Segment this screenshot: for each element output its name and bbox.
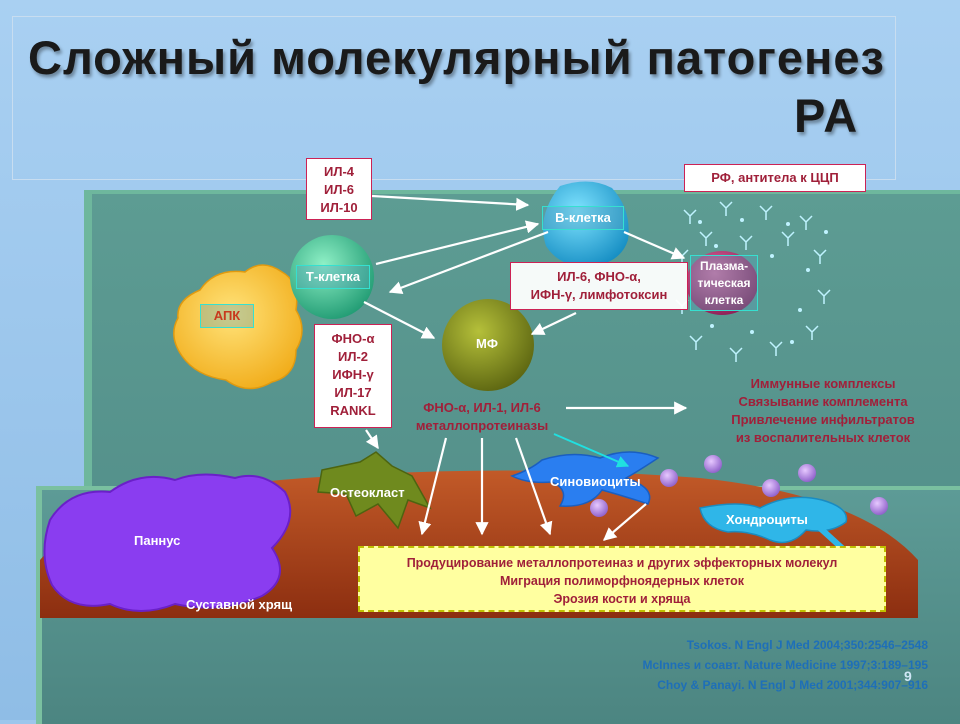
plasma-cell-label-line: клетка xyxy=(704,293,744,307)
il-box-item: ИЛ-4 xyxy=(323,164,355,179)
b-cell-shape xyxy=(543,181,629,267)
macrophage-products: ФНО-α, ИЛ-1, ИЛ-6 металлопротеиназы xyxy=(396,399,568,435)
arrows xyxy=(363,194,688,541)
pannus-shape xyxy=(43,473,292,612)
synoviocyte-arrow xyxy=(553,433,630,468)
t-cell-product-item: ИЛ-2 xyxy=(337,349,369,364)
b-cell-products-line: ИФН-γ, лимфотоксин xyxy=(530,287,668,302)
reference-item: McInnes и соавт. Nature Medicine 1997;3:… xyxy=(642,658,928,672)
plasma-cell-label: Плазма- тическая клетка xyxy=(690,255,758,311)
chondrocyte-shape xyxy=(699,496,848,544)
chondrocytes-label: Хондроциты xyxy=(726,512,808,527)
plasma-cell-label-line: тическая xyxy=(697,276,751,290)
effects-item: Связывание комплемента xyxy=(738,394,908,409)
t-cell-product-item: ИФН-γ xyxy=(332,367,374,382)
immune-complex-sphere xyxy=(590,499,608,517)
osteoclast-shape xyxy=(317,451,432,530)
macrophage-products-line: ФНО-α, ИЛ-1, ИЛ-6 xyxy=(423,400,541,415)
slide-title-abbr: РА xyxy=(794,89,860,142)
synoviocytes-label: Синовиоциты xyxy=(550,474,641,489)
immune-complex-sphere xyxy=(798,464,816,482)
page-number: 9 xyxy=(904,668,912,684)
t-cell-shape xyxy=(290,235,374,319)
t-cell-label: Т-клетка xyxy=(296,265,370,289)
outcome-item: Миграция полиморфноядерных клеток xyxy=(499,574,745,588)
immune-complex-sphere xyxy=(660,469,678,487)
immune-complex-sphere xyxy=(704,455,722,473)
effects-item: Привлечение инфильтратов xyxy=(731,412,915,427)
osteoclast-label: Остеокласт xyxy=(330,485,405,500)
b-cell-label: В-клетка xyxy=(542,206,624,230)
outcomes-box: Продуцирование металлопротеиназ и других… xyxy=(358,546,886,612)
immune-complex-sphere xyxy=(762,479,780,497)
reference-item: Tsokos. N Engl J Med 2004;350:2546–2548 xyxy=(686,638,928,652)
il-box-item: ИЛ-6 xyxy=(323,182,355,197)
macrophage-label: МФ xyxy=(476,336,498,351)
il-box-item: ИЛ-10 xyxy=(320,200,358,215)
slide-title: Сложный молекулярный патогенез xyxy=(28,31,885,84)
macrophage-products-line: металлопротеиназы xyxy=(415,418,549,433)
cartilage-label: Суставной хрящ xyxy=(186,597,293,612)
effects-item: Иммунные комплексы xyxy=(750,376,896,391)
t-cell-product-item: RANKL xyxy=(330,403,376,418)
pannus-label: Паннус xyxy=(134,533,181,548)
effects-item: из воспалительных клеток xyxy=(735,430,911,445)
title-frame xyxy=(12,16,896,180)
plasma-cell-shape xyxy=(686,251,758,315)
macrophage-shape xyxy=(442,299,534,391)
b-cell-products-line: ИЛ-6, ФНО-α, xyxy=(557,269,641,284)
b-cell-products-box: ИЛ-6, ФНО-α, ИФН-γ, лимфотоксин xyxy=(510,262,688,310)
apc-shape xyxy=(173,264,303,390)
t-cell-product-item: ИЛ-17 xyxy=(334,385,372,400)
t-cell-products-box: ФНО-α ИЛ-2 ИФН-γ ИЛ-17 RANKL xyxy=(314,324,392,428)
immune-complex-sphere xyxy=(870,497,888,515)
outcome-item: Эрозия кости и хряща xyxy=(553,592,691,606)
rf-antibody-box: РФ, антитела к ЦЦП xyxy=(684,164,866,192)
reference-item: Choy & Panayi. N Engl J Med 2001;344:907… xyxy=(657,678,928,692)
plasma-cell-label-line: Плазма- xyxy=(699,259,749,273)
outcome-item: Продуцирование металлопротеиназ и других… xyxy=(406,556,838,570)
effects-list: Иммунные комплексы Связывание комплемент… xyxy=(700,375,946,447)
il-box: ИЛ-4 ИЛ-6 ИЛ-10 xyxy=(306,158,372,220)
apc-label: АПК xyxy=(200,304,254,328)
t-cell-product-item: ФНО-α xyxy=(331,331,375,346)
